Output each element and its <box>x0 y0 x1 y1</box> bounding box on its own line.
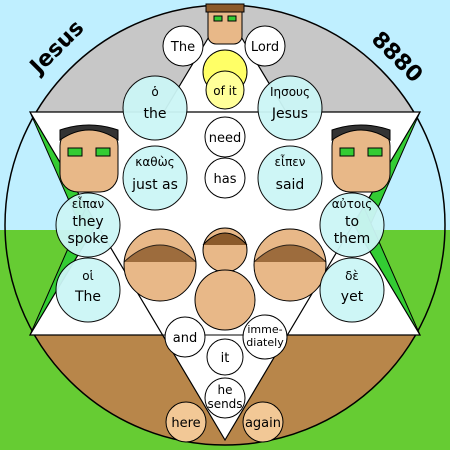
word-circle-he-sends <box>204 377 246 419</box>
word-circle-of-it <box>205 70 245 110</box>
word-circle-here <box>165 401 207 443</box>
word-circle-o-the <box>122 75 188 141</box>
word-it: it <box>221 351 230 366</box>
word-just-as: just as <box>131 177 178 193</box>
face-lower-center <box>194 269 256 331</box>
word-them: them <box>334 231 371 247</box>
word-circle-need <box>204 116 246 158</box>
word-yet: yet <box>341 289 364 305</box>
face-left <box>59 124 119 193</box>
greek-autois: αὐτοις <box>332 197 373 211</box>
word-circle-to-them <box>319 192 385 258</box>
word-circle-it <box>206 338 244 376</box>
face-mid-right <box>253 228 327 302</box>
word-the-lower: the <box>144 106 167 122</box>
word-jesus: Jesus <box>271 106 308 122</box>
word-he: he <box>218 383 233 397</box>
word-to: to <box>345 214 359 230</box>
word-circle-immediately <box>242 314 288 360</box>
word-need: need <box>209 131 242 146</box>
greek-hoi: οἱ <box>82 269 93 283</box>
word-circle-and <box>164 316 206 358</box>
word-circle-the <box>162 25 204 67</box>
word-imme: imme- <box>247 323 282 336</box>
word-spoke: spoke <box>68 231 109 247</box>
greek-kathos: καθὼς <box>135 155 174 169</box>
word-said: said <box>276 177 305 193</box>
word-lord: Lord <box>251 40 279 55</box>
greek-de: δὲ <box>345 269 359 283</box>
word-sends: sends <box>207 397 242 411</box>
face-top <box>205 3 245 45</box>
word-circle-lord <box>244 25 286 67</box>
word-has: has <box>214 172 237 187</box>
greek-o: ὁ <box>151 85 158 99</box>
greek-eipan: εἶπαν <box>72 196 105 211</box>
greek-iesous: Ιησους <box>270 85 310 99</box>
word-circle-yet <box>319 257 385 323</box>
word-and: and <box>173 331 197 346</box>
word-circle-they-spoke <box>55 192 121 258</box>
word-circle-the-hoi <box>55 257 121 323</box>
word-circle-jesus <box>257 75 323 141</box>
word-they: they <box>72 214 103 230</box>
word-diately: diately <box>246 336 284 349</box>
word-circle-has <box>204 157 246 199</box>
word-of-it: of it <box>213 84 237 98</box>
word-the-hoi: The <box>74 289 101 305</box>
word-circle-again <box>242 401 284 443</box>
word-here: here <box>171 416 200 431</box>
face-mid-left <box>123 228 197 302</box>
word-circle-said <box>257 145 323 211</box>
greek-eipen: εἶπεν <box>275 154 306 169</box>
word-the: The <box>170 40 195 55</box>
face-center <box>202 227 248 273</box>
word-circle-just-as <box>122 145 188 211</box>
word-again: again <box>245 416 281 431</box>
face-right <box>331 124 391 193</box>
